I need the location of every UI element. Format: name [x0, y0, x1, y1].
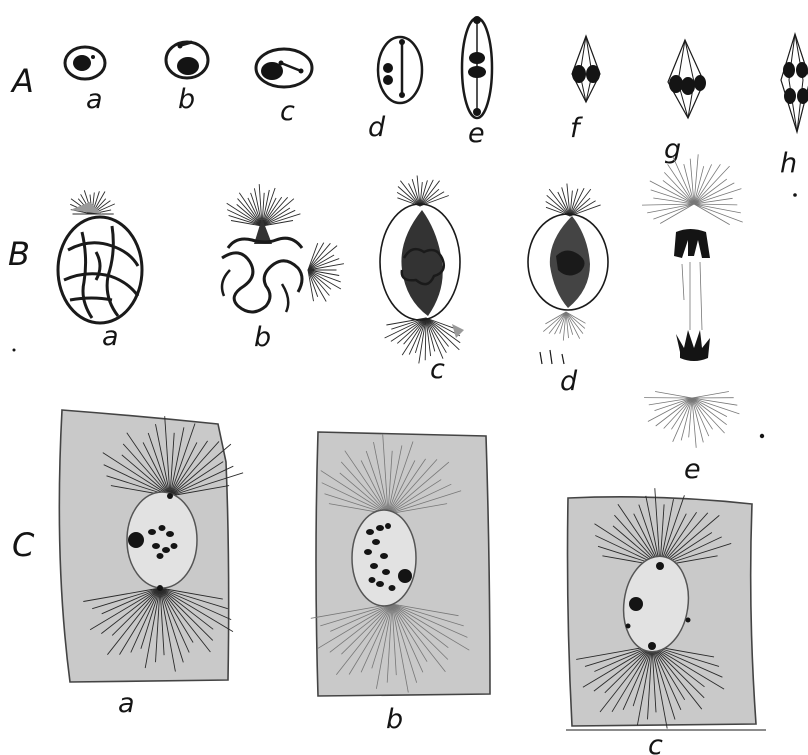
- row-a-sub-label-b: b: [178, 84, 195, 115]
- row-c-sub-label-a: a: [118, 688, 135, 719]
- row-b-cell-c: [380, 176, 464, 364]
- row-b-cell-a: [58, 190, 142, 323]
- row-b-b-aster-top: [227, 184, 301, 226]
- row-b-sub-label-a: a: [102, 321, 119, 352]
- row-a-sub-label-e: e: [468, 118, 485, 149]
- row-b-e-aster-bottom: [644, 392, 739, 448]
- row-c-cell-c: [566, 488, 766, 730]
- row-a-label: A: [10, 62, 34, 100]
- row-a-cell-d: [378, 37, 422, 103]
- row-a-spindle-f: [572, 36, 600, 102]
- row-a-spindle-h: [781, 34, 808, 132]
- row-a-sub-label-a: a: [86, 84, 103, 115]
- row-a-cell-e: [462, 16, 492, 118]
- row-a-cell-a: [65, 47, 105, 79]
- row-b-cell-e: [642, 154, 797, 448]
- row-a-sub-label-h: h: [780, 148, 797, 179]
- row-b-sub-label-c: c: [430, 354, 445, 385]
- row-b-label: B: [8, 235, 30, 273]
- row-b-sub-label-d: d: [560, 366, 578, 397]
- row-c-label: C: [12, 526, 35, 564]
- row-b-e-aster-top: [642, 154, 743, 224]
- row-b-sub-label-e: e: [684, 454, 701, 485]
- row-c-cell-a: [59, 410, 243, 682]
- row-b-c-aster-top: [397, 176, 449, 207]
- row-b-sub-label-b: b: [254, 322, 271, 353]
- row-a-sub-label-d: d: [368, 112, 386, 143]
- row-b-b-aster-right: [308, 243, 344, 302]
- row-c-cell-b: [311, 432, 490, 696]
- row-c-sub-label-b: b: [386, 704, 403, 735]
- row-a-sub-label-f: f: [570, 113, 583, 144]
- row-c-sub-label-c: c: [648, 730, 663, 755]
- row-b-d-aster-top: [546, 184, 601, 216]
- row-a-spindle-g: [668, 40, 706, 118]
- row-a-cell-b: [166, 42, 208, 78]
- row-a-sub-label-c: c: [280, 96, 295, 127]
- row-a-cell-c: [256, 49, 312, 87]
- row-b-cell-b: [222, 184, 344, 312]
- row-b-c-aster-bottom: [385, 318, 461, 363]
- row-b-cell-d: [528, 184, 608, 364]
- row-b-d-aster-bottom: [543, 312, 585, 341]
- row-a-sub-label-g: g: [664, 134, 681, 165]
